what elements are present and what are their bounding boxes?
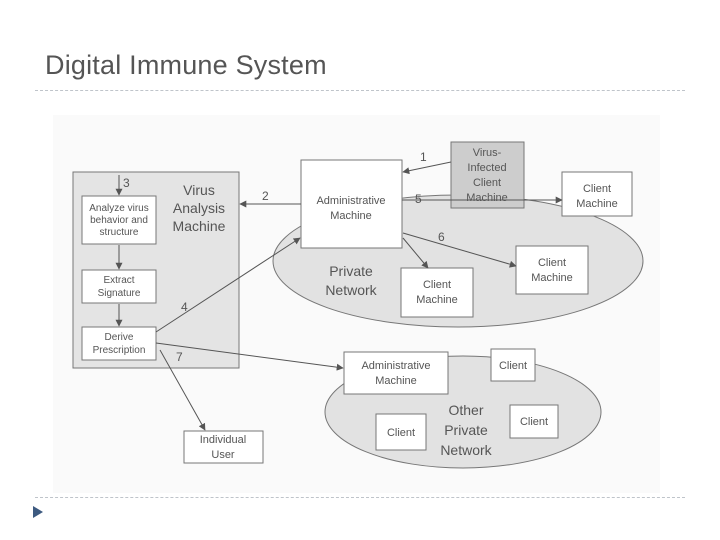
step-4-label: 4 (181, 300, 188, 314)
client-mid-right-line1: Client (538, 257, 566, 269)
client-mid-right-box (515, 245, 589, 295)
step-5-label: 5 (415, 192, 422, 206)
client-top-right-line2: Machine (576, 198, 618, 210)
arrow-step-6 (402, 232, 517, 268)
client-other-left-box (375, 413, 427, 451)
analyze-box (81, 195, 157, 245)
other-network-line3: Network (440, 442, 492, 458)
client-private-line1: Client (423, 279, 451, 291)
arrow-admin-client-private (402, 237, 429, 269)
client-other-top-label: Client (499, 360, 527, 372)
other-network-line1: Other (448, 402, 483, 418)
individual-line2: User (211, 449, 235, 461)
infected-line1: Virus- (473, 147, 502, 159)
private-network-line1: Private (329, 263, 373, 279)
client-mid-right-line2: Machine (531, 272, 573, 284)
step-1-label: 1 (420, 150, 427, 164)
other-network-line2: Private (444, 422, 488, 438)
client-private-line2: Machine (416, 294, 458, 306)
private-network-line2: Network (325, 282, 377, 298)
extract-box (81, 269, 157, 304)
infected-line2: Infected (467, 162, 506, 174)
vam-label-line2: Analysis (173, 200, 225, 216)
client-other-left-label: Client (387, 427, 415, 439)
title-divider (35, 90, 685, 91)
derive-line1: Derive (105, 332, 134, 343)
arrow-derive-individual (159, 349, 206, 431)
admin-main-line1: Administrative (316, 195, 385, 207)
analyze-line3: structure (100, 227, 139, 238)
client-top-right-box (561, 171, 633, 217)
individual-line1: Individual (200, 434, 246, 446)
vam-label-line1: Virus (183, 182, 215, 198)
arrow-step-1 (402, 161, 452, 175)
step-7-label: 7 (176, 350, 183, 364)
step-2-label: 2 (262, 189, 269, 203)
footer-divider (35, 497, 685, 498)
step-6-label: 6 (438, 230, 445, 244)
vam-label-line3: Machine (173, 218, 226, 234)
analyze-line1: Analyze virus (89, 203, 148, 214)
infected-line3: Client (473, 177, 501, 189)
analyze-line2: behavior and (90, 215, 148, 226)
extract-line2: Signature (98, 288, 141, 299)
derive-line2: Prescription (93, 345, 146, 356)
individual-user-box (183, 430, 264, 464)
client-top-right-line1: Client (583, 183, 611, 195)
client-other-right-box (509, 404, 559, 439)
admin-other-box (343, 351, 449, 395)
admin-main-line2: Machine (330, 210, 372, 222)
slide-title: Digital Immune System (45, 50, 327, 80)
client-other-right-label: Client (520, 416, 548, 428)
admin-other-line1: Administrative (361, 360, 430, 372)
client-other-top-box (490, 348, 536, 382)
step-3-label: 3 (123, 176, 130, 190)
infected-client-box (450, 141, 525, 209)
admin-machine-box (300, 159, 403, 249)
admin-other-line2: Machine (375, 375, 417, 387)
arrow-step-7 (155, 342, 344, 371)
extract-line1: Extract (103, 275, 134, 286)
infected-line4: Machine (466, 192, 508, 204)
slide-bullet-icon (33, 506, 43, 518)
arrow-step-4 (155, 237, 301, 333)
client-private-box (400, 267, 474, 318)
